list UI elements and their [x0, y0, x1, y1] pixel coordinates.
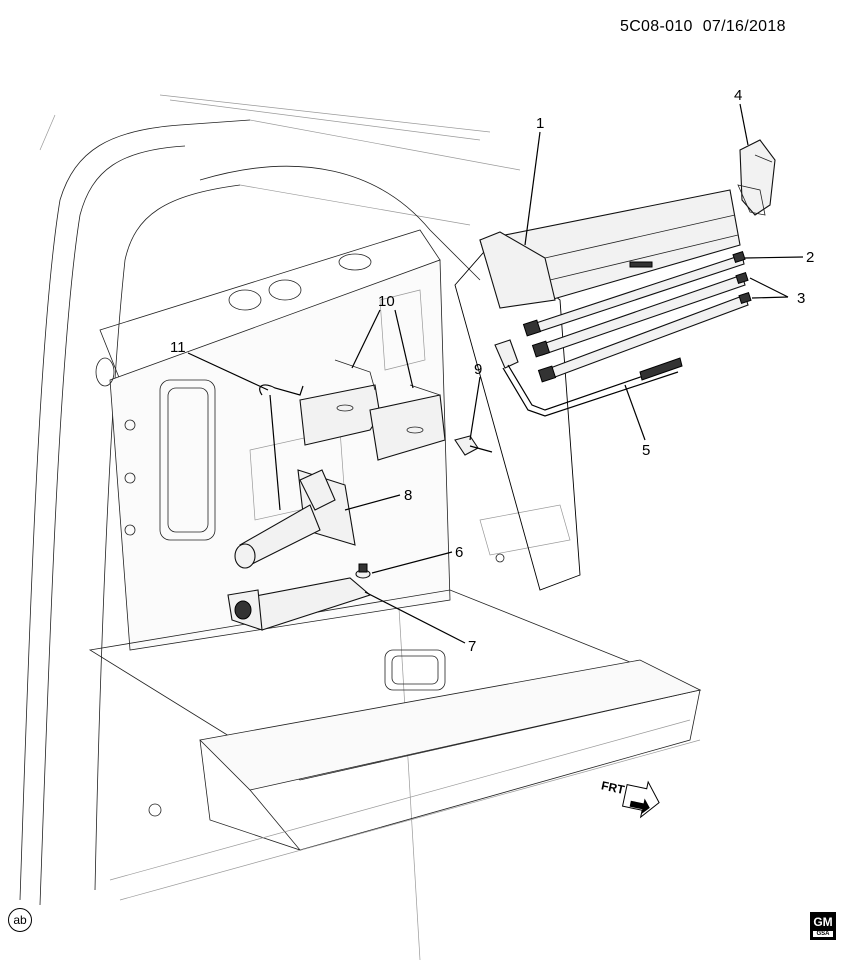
diagram-date: 07/16/2018 — [702, 18, 786, 35]
callout-10: 10 — [378, 293, 395, 310]
rear-panel — [95, 229, 451, 651]
callout-7: 7 — [468, 638, 476, 655]
part-hanger-hook — [259, 384, 304, 396]
diagram-header: 5C08-010 07/16/2018 — [620, 18, 796, 36]
gm-logo-subtext: GSA — [813, 931, 833, 937]
part-retainer-clip — [737, 139, 776, 216]
part-tool-storage-bag — [479, 189, 741, 309]
frt-label: FRT — [600, 778, 626, 797]
part-jack-brackets — [299, 359, 446, 461]
callout-9: 9 — [474, 361, 482, 378]
diagram-code: 5C08-010 — [620, 18, 693, 35]
front-direction-arrow: FRT — [600, 778, 660, 819]
callout-1: 1 — [536, 115, 544, 132]
ab-symbol: ab — [8, 908, 32, 932]
part-jack-base — [227, 577, 372, 631]
gm-logo: GM GSA — [810, 912, 836, 940]
floor-structure — [88, 504, 702, 901]
part-nut — [355, 563, 371, 579]
part-jack — [234, 469, 356, 569]
gm-logo-text: GM — [813, 915, 833, 929]
callout-8: 8 — [404, 487, 412, 504]
callout-labels: 1 2 3 4 5 6 7 8 9 10 11 — [170, 87, 814, 655]
part-extension-rods — [522, 251, 752, 383]
callout-11: 11 — [170, 339, 186, 356]
callout-4: 4 — [734, 87, 742, 104]
leader-lines — [187, 103, 804, 644]
callout-6: 6 — [455, 544, 463, 561]
part-hanger-rod — [269, 394, 281, 511]
callout-3: 3 — [797, 290, 805, 307]
callout-2: 2 — [806, 249, 814, 266]
part-wing-nut — [454, 435, 493, 456]
callout-5: 5 — [642, 442, 650, 459]
part-wheel-wrench — [494, 339, 683, 417]
